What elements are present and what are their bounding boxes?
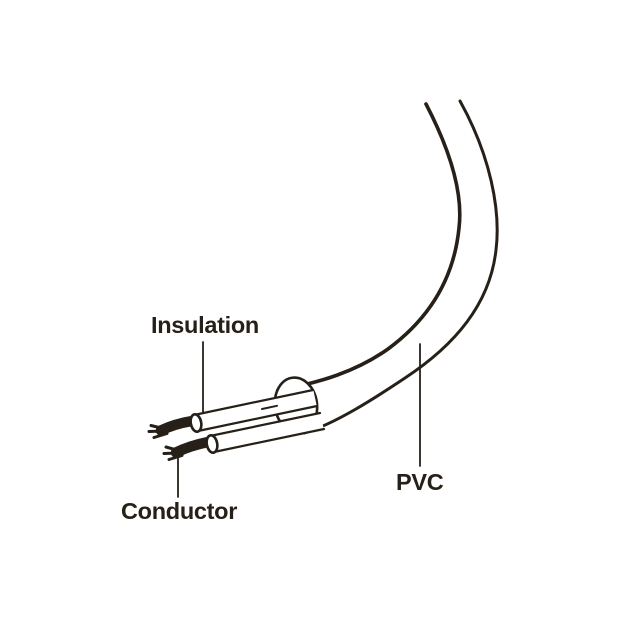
leader-lines [177,341,421,498]
pvc-label: PVC [396,469,444,495]
pvc-sheath [273,99,499,435]
insulated-wire-lower [162,411,326,461]
conductor-label: Conductor [121,498,238,524]
insulation-label: Insulation [151,312,259,338]
sheath-inner-outline [276,102,462,392]
conductor-upper [147,415,198,439]
insulated-wire-upper [147,388,319,439]
conductor-lower [162,436,214,461]
sheath-outer-outline [302,99,499,435]
insulation-cut-ring-upper [189,412,203,434]
wire-surface-tick [261,404,278,410]
insulation-cut-ring-lower [205,433,219,455]
